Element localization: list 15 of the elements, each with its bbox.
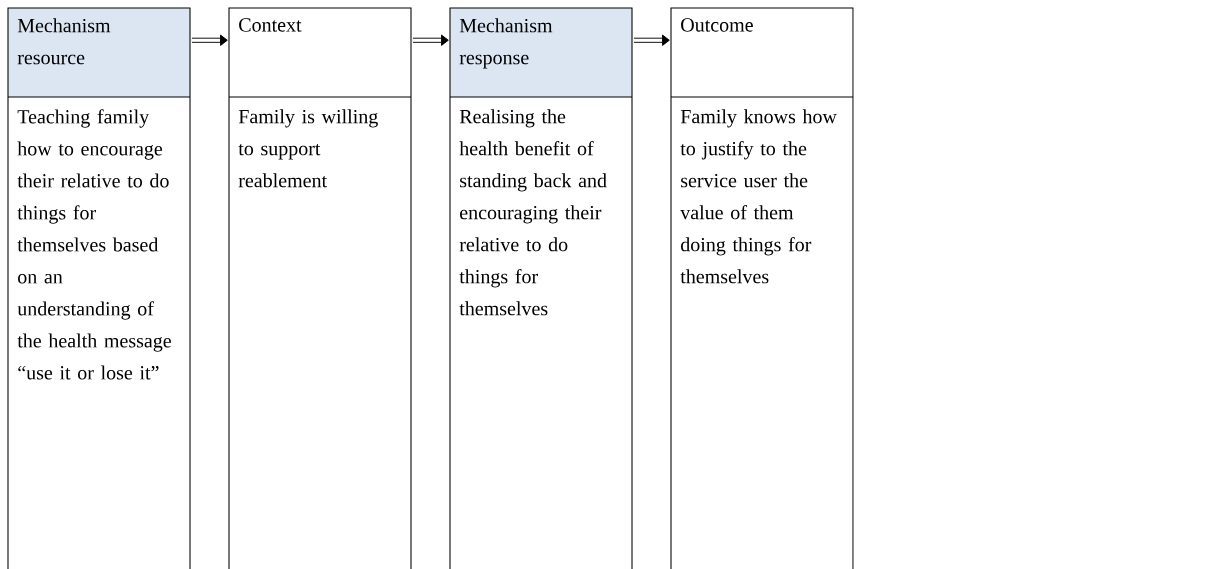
arrow [191,34,228,46]
column-box [228,7,412,569]
column-heading: Mechanism resource [17,18,111,65]
column-box [449,7,633,569]
column-box [7,7,191,569]
column-box [670,7,854,569]
column-heading: Outcome [681,18,753,32]
column-heading: Mechanism response [459,18,553,69]
column-text: Teaching family how to encourage their relative to do things for themselves based on an understanding of the health message “use it or lose it” [17,109,171,380]
column-heading: Context [239,18,302,32]
column-text: Family is willing to support reablement [238,109,378,188]
column-text: Family knows how to justify to the service user the value of them doing things for themselves [680,109,837,284]
column-text: Realising the health benefit of standing back and encouraging their relative to do things for themselves [459,109,607,316]
arrow [633,34,670,46]
arrow [412,34,449,46]
